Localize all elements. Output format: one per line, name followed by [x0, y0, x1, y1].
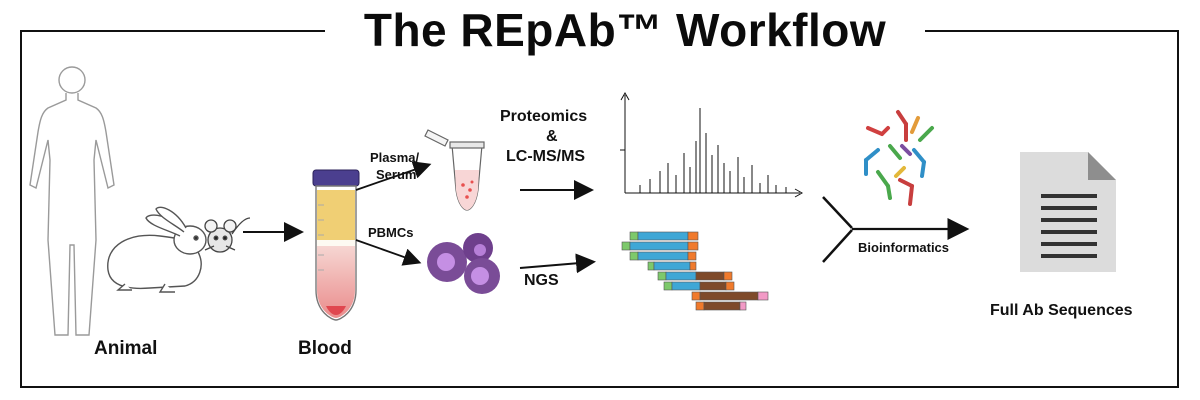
- sequencing-read-segment: [663, 281, 673, 291]
- plasma-serum-label-line1: Plasma/: [370, 150, 420, 165]
- ngs-label: NGS: [524, 272, 559, 289]
- plasma-serum-label-line2: Serum: [376, 167, 417, 182]
- workflow-title: The REpAb™ Workflow: [325, 0, 925, 60]
- sequencing-read-segment: [653, 261, 691, 271]
- sequencing-read-segment: [689, 261, 697, 271]
- sequencing-read-segment: [725, 281, 735, 291]
- mouse-icon: [204, 217, 251, 253]
- sequencing-read-segment: [637, 231, 689, 241]
- sequencing-read-segment: [687, 251, 697, 261]
- sequencing-read-segment: [699, 291, 759, 301]
- sequencing-read-segment: [703, 301, 741, 311]
- sequencing-read-segment: [695, 301, 705, 311]
- sequencing-read-segment: [629, 251, 639, 261]
- sequencing-read-segment: [629, 231, 639, 241]
- bioinformatics-label: Bioinformatics: [858, 240, 950, 255]
- mass-spectrum-icon: [620, 91, 804, 198]
- sequencing-read-segment: [637, 251, 689, 261]
- sequencing-read-segment: [671, 281, 701, 291]
- proteomics-label-line2: &: [546, 128, 558, 145]
- sequencing-read-segment: [665, 271, 697, 281]
- sequencing-read-segment: [691, 291, 701, 301]
- sequencing-read-segment: [739, 301, 747, 311]
- output-label: Full Ab Sequences: [990, 302, 1133, 319]
- animal-label: Animal: [94, 338, 158, 359]
- pbmc-cells-icon: [427, 233, 500, 294]
- sequencing-read-segment: [699, 281, 727, 291]
- proteomics-label-line3: LC-MS/MS: [506, 148, 586, 165]
- rabbit-icon: [107, 206, 207, 293]
- human-silhouette-icon: [29, 66, 115, 336]
- sequencing-read-segment: [629, 241, 689, 251]
- blood-tube-icon: [312, 169, 360, 321]
- sequencing-read-segment: [687, 241, 699, 251]
- sequencing-read-segment: [647, 261, 655, 271]
- document-icon: [1020, 152, 1116, 272]
- pbmcs-label: PBMCs: [368, 225, 414, 240]
- proteomics-label-line1: Proteomics: [500, 108, 588, 125]
- sequencing-read-segment: [687, 231, 699, 241]
- sequencing-read-segment: [723, 271, 733, 281]
- sequencing-read-segment: [657, 271, 667, 281]
- sequencing-reads-icon: [621, 231, 769, 311]
- antibody-fragments-icon: [864, 110, 934, 206]
- microcentrifuge-tube-icon: [424, 129, 485, 211]
- sequencing-read-segment: [757, 291, 769, 301]
- sequencing-read-segment: [621, 241, 631, 251]
- sequencing-read-segment: [695, 271, 725, 281]
- blood-label: Blood: [298, 338, 352, 359]
